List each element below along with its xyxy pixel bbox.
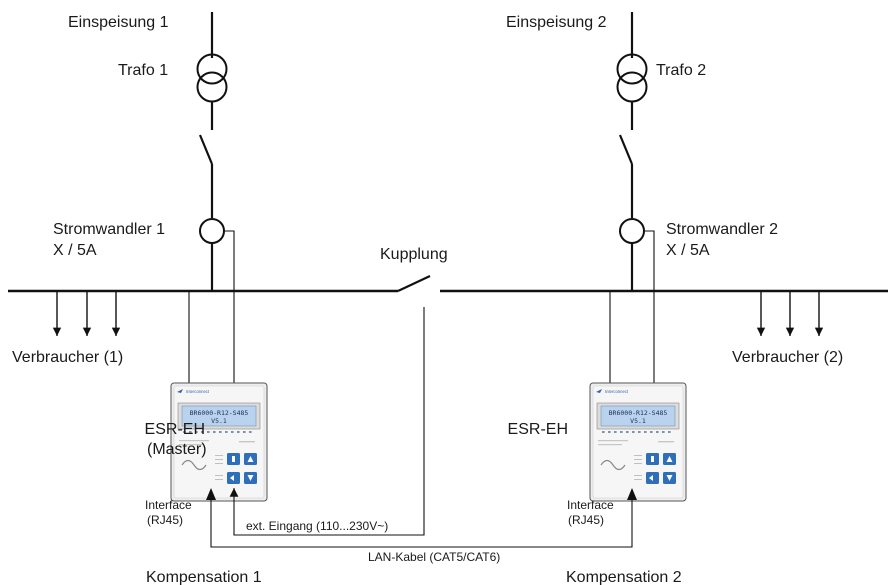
current-transformer-symbol bbox=[619, 218, 645, 244]
disconnect-switch bbox=[618, 134, 634, 165]
interface-port: (RJ45) bbox=[147, 513, 183, 527]
ext-input-label: ext. Eingang (110...230V~) bbox=[246, 519, 388, 533]
coupling-label: Kupplung bbox=[380, 246, 448, 263]
busbar: Kupplung bbox=[8, 246, 888, 293]
lan-wire bbox=[210, 490, 633, 548]
ct-ratio: X / 5A bbox=[53, 242, 97, 259]
feed-label: Einspeisung 1 bbox=[68, 14, 169, 31]
controller-2: Interconnect BR6000-R12-S485 V5.1 ESR-EH… bbox=[508, 382, 687, 585]
controller-device: Interconnect BR6000-R12-S485 V5.1 bbox=[589, 382, 687, 502]
consumers-label: Verbraucher (2) bbox=[732, 349, 843, 366]
ct-label: Stromwandler 2 bbox=[666, 221, 778, 238]
lan-label: LAN-Kabel (CAT5/CAT6) bbox=[368, 550, 500, 564]
transformer-label: Trafo 2 bbox=[656, 62, 706, 79]
controller-role: (Master) bbox=[147, 441, 207, 458]
ct-label: Stromwandler 1 bbox=[53, 221, 165, 238]
ext-input-link: ext. Eingang (110...230V~) bbox=[229, 307, 425, 536]
ct-ratio: X / 5A bbox=[666, 242, 710, 259]
controller-name: ESR-EH bbox=[508, 421, 568, 438]
ext-input-wire bbox=[229, 307, 425, 536]
disconnect-switch bbox=[198, 134, 214, 165]
lcd-line-1: BR6000-R12-S485 bbox=[190, 409, 249, 417]
controller-name: ESR-EH bbox=[145, 421, 205, 438]
consumers-1: Verbraucher (1) bbox=[12, 291, 123, 366]
transformer-symbol bbox=[616, 53, 648, 103]
lcd-line-2: V5.1 bbox=[211, 417, 227, 425]
compensation-label: Kompensation 2 bbox=[566, 569, 682, 585]
feed-1: Einspeisung 1 Trafo 1 Stromwandler 1 X /… bbox=[53, 12, 235, 480]
transformer-symbol bbox=[196, 53, 228, 103]
svg-text:Interconnect: Interconnect bbox=[605, 389, 629, 394]
lan-arrow-2 bbox=[627, 488, 637, 500]
transformer-label: Trafo 1 bbox=[118, 62, 168, 79]
current-transformer-symbol bbox=[199, 218, 225, 244]
feed-label: Einspeisung 2 bbox=[506, 14, 607, 31]
coupling-switch bbox=[397, 275, 431, 292]
interface-label: Interface bbox=[567, 498, 614, 512]
feed-2: Einspeisung 2 Trafo 2 Stromwandler 2 X /… bbox=[506, 12, 778, 480]
controller-device: Interconnect BR6000-R12-S485 V5.1 bbox=[170, 382, 268, 502]
lan-arrow-1 bbox=[206, 488, 216, 500]
lcd-line-2: V5.1 bbox=[630, 417, 646, 425]
lan-link: LAN-Kabel (CAT5/CAT6) bbox=[206, 488, 637, 564]
svg-text:Interconnect: Interconnect bbox=[186, 389, 210, 394]
interface-port: (RJ45) bbox=[568, 513, 604, 527]
lcd-line-1: BR6000-R12-S485 bbox=[609, 409, 668, 417]
controller-1: Interconnect BR6000-R12-S485 V5.1 ESR-EH… bbox=[145, 382, 268, 585]
compensation-label: Kompensation 1 bbox=[146, 569, 262, 585]
consumers-2: Verbraucher (2) bbox=[732, 291, 843, 366]
interface-label: Interface bbox=[145, 498, 192, 512]
consumers-label: Verbraucher (1) bbox=[12, 349, 123, 366]
